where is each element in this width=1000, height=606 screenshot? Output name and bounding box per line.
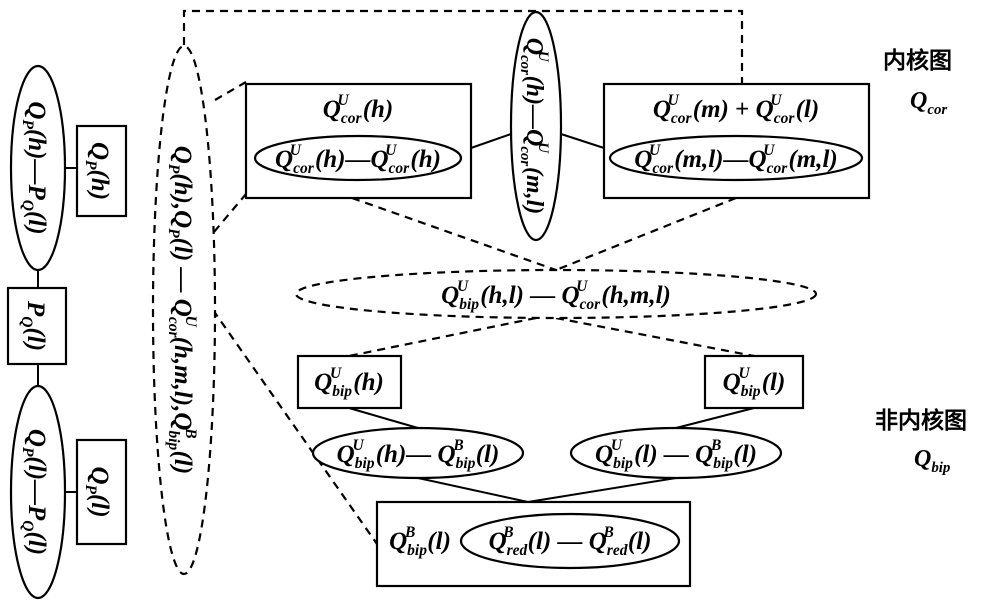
chain-box-top-right [75, 124, 128, 218]
bridge-oval-label: QbipU(h,l) — QcorU(h,m,l) [441, 278, 671, 313]
chain-box-bottom-right [75, 438, 128, 546]
chain-box-top-right-label: QP(h) [82, 142, 113, 200]
bridge-oval-group: QbipU(h,l) — QcorU(h,m,l) [294, 268, 818, 320]
core-left-box: QcorU(h) QcorU(h)—QcorU(h) [244, 82, 473, 200]
big-oval-label: QP(h),QP(l) — QcorU(h,m,l),QbipB(l) [165, 146, 199, 474]
legend-core-title: 内核图 [883, 47, 952, 74]
bridge-to-bip-l [555, 316, 755, 358]
core-left-to-vertical-oval [470, 133, 512, 149]
legend-core-symbol: Qcor [910, 88, 947, 118]
vertical-oval-to-core-right [560, 133, 605, 149]
big-oval-to-bottom-box [212, 309, 378, 545]
bip-oval-h [311, 426, 525, 480]
legend-noncore-title: 非内核图 [875, 407, 967, 434]
bip-l-to-oval-l [675, 407, 755, 429]
chain-oval-top [9, 64, 67, 272]
big-oval-group: QP(h),QP(l) — QcorU(h,m,l),QbipB(l) [151, 44, 217, 576]
core-vertical-oval [509, 10, 563, 242]
bip-bottom-oval-label: QredB(l) — QredB(l) [489, 524, 652, 559]
legend: 内核图 Qcor 非内核图 Qbip [875, 47, 967, 476]
oval-h-to-bottom [417, 477, 529, 503]
bip-h-to-oval-h [348, 407, 419, 429]
core-right-oval [608, 134, 864, 182]
bip-box-l [703, 354, 805, 410]
bip-oval-l [569, 426, 783, 480]
core-right-to-bridge [555, 196, 737, 272]
chain-box-mid [6, 286, 68, 366]
big-oval-to-core-left-top [214, 81, 247, 101]
bip-nodes: QbipU(h) QbipU(l) QbipU(h)— QbipB(l) Qbi… [296, 354, 805, 588]
oval-l-to-bottom [527, 477, 677, 503]
core-right-oval-label: QcorU(m,l)—QcorU(m,l) [634, 142, 837, 177]
core-left-oval [253, 134, 463, 182]
core-left-oval-label: QcorU(h)—QcorU(h) [275, 142, 441, 177]
big-dashed-oval [151, 44, 217, 576]
bip-box-h [296, 354, 403, 410]
chain-oval-bottom [9, 384, 67, 600]
bridge-to-bip-h [348, 316, 537, 358]
bip-oval-h-label: QbipU(h)— QbipB(l) [337, 437, 500, 472]
core-left-top-label: QcorU(h) [323, 92, 394, 127]
core-right-box: QcorU(m) + QcorU(l) QcorU(m,l)—QcorU(m,l… [602, 82, 871, 200]
bip-oval-l-label: QbipU(l) — QbipB(l) [595, 437, 757, 472]
dashed-connectors [159, 9, 755, 545]
left-chain: QP(h)—PQ(l) PQ(l) QP(l)—PQ(l) QP(h) QP(l… [6, 64, 128, 600]
bridge-dashed-oval [294, 268, 818, 320]
legend-noncore-symbol: Qbip [914, 446, 950, 476]
top-bracket-connector [182, 9, 744, 84]
bip-bottom-oval [459, 512, 681, 570]
